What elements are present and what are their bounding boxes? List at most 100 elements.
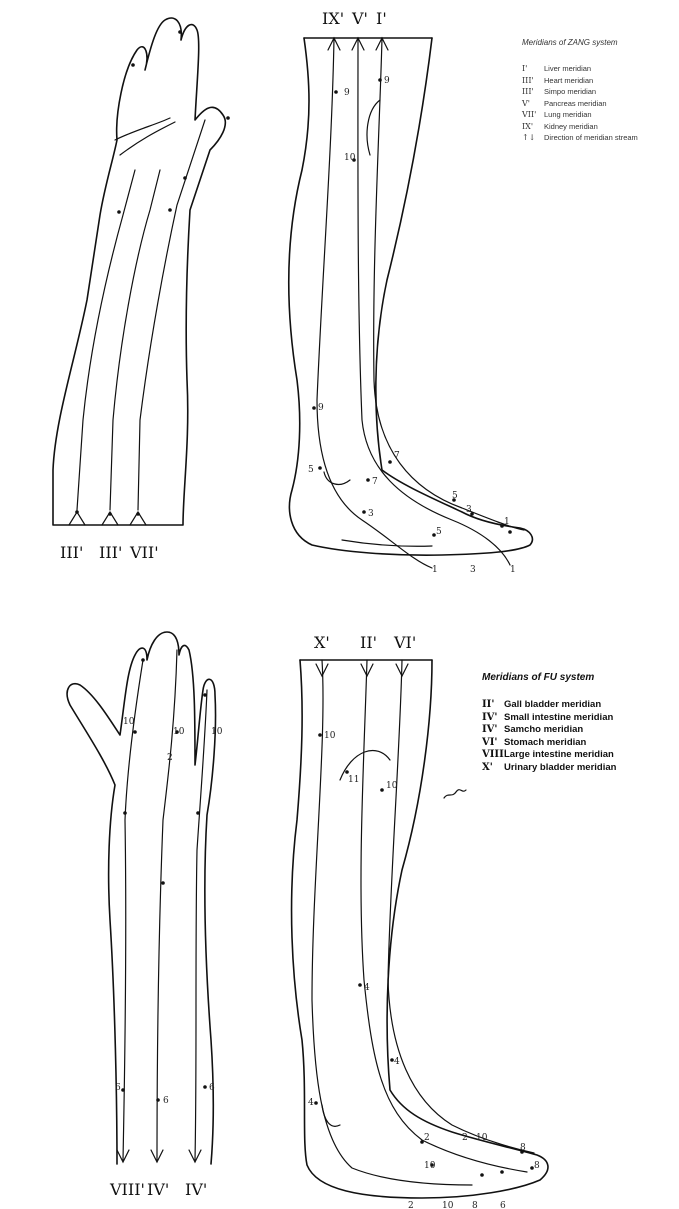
scribble-mark: [444, 790, 466, 798]
svg-text:10: 10: [424, 1161, 436, 1171]
svg-text:3: 3: [466, 505, 472, 515]
zang-legend-title: Meridians of ZANG system: [522, 38, 677, 47]
svg-text:10: 10: [344, 153, 356, 163]
svg-text:1: 1: [504, 517, 510, 527]
fu-leg-top-label-2: II': [360, 633, 377, 652]
legend-item: V'Pancreas meridian: [522, 98, 677, 110]
svg-text:6: 6: [115, 1083, 121, 1093]
legend-item: I'Liver meridian: [522, 63, 677, 75]
acupoint: [168, 208, 172, 212]
fu-foot-number-3: 8: [472, 1201, 478, 1209]
acupoint: [75, 510, 79, 514]
zang-arm-label-3: VII': [129, 543, 159, 562]
fu-arm-outline: [67, 632, 215, 1164]
acupoint: [136, 512, 140, 516]
legend-item: IV'Small intestine meridian: [482, 712, 677, 725]
fu-legend-title: Meridians of FU system: [482, 672, 677, 683]
svg-text:10: 10: [173, 727, 185, 737]
svg-text:11: 11: [348, 775, 359, 785]
svg-text:2: 2: [167, 753, 173, 763]
fu-arm-label-2: IV': [147, 1180, 169, 1199]
fu-leg-panel: 10 11 10 4 4 4 2 10 2 10 8 8 X' II' VI' …: [272, 620, 679, 1209]
legend-item: II'Gall bladder meridian: [482, 699, 677, 712]
zang-leg-top-label-3: I': [376, 9, 387, 28]
fu-foot-number-2: 10: [442, 1201, 454, 1209]
svg-text:9: 9: [384, 76, 390, 86]
acupoint: [388, 460, 392, 464]
svg-text:9: 9: [344, 88, 350, 98]
zang-arm-label-2: III': [99, 543, 122, 562]
fu-foot-number-4: 6: [500, 1201, 506, 1209]
fu-arm-panel: 10 10 10 2 6 6 6 VIII' IV' IV': [55, 620, 240, 1209]
svg-text:9: 9: [318, 403, 324, 413]
zang-arm-meridian-line: [110, 170, 160, 510]
fu-arm-drawing: 10 10 10 2 6 6 6 VIII' IV' IV': [55, 620, 240, 1209]
legend-item: IV'Samcho meridian: [482, 724, 677, 737]
legend-item: IX'Kidney meridian: [522, 121, 677, 133]
zang-leg-panel: 9 9 10 9 5 7 7 3 5 3 5 1 IX' V' I' 1 3 1…: [272, 0, 679, 582]
svg-text:3: 3: [368, 509, 374, 519]
fu-foot-number-1: 2: [408, 1201, 414, 1209]
acupoint: [378, 78, 382, 82]
acupoint: [183, 176, 187, 180]
zang-arm-panel: III' III' VII': [5, 0, 257, 582]
svg-text:7: 7: [394, 451, 400, 461]
zang-foot-crease: [342, 540, 432, 546]
svg-text:4: 4: [364, 983, 370, 993]
acupoint: [318, 466, 322, 470]
zang-leg-outline: [289, 38, 533, 555]
zang-leg-meridian-line: [358, 38, 510, 565]
legend-item: VI'Stomach meridian: [482, 737, 677, 750]
svg-text:2: 2: [424, 1133, 430, 1143]
acupoint: [362, 510, 366, 514]
fu-leg-meridian-line: [312, 660, 472, 1185]
acupoint: [131, 63, 135, 67]
svg-text:6: 6: [163, 1096, 169, 1106]
acupoint: [508, 530, 512, 534]
svg-text:10: 10: [324, 731, 336, 741]
acupoint: [108, 512, 112, 516]
zang-arm-arrow-icon: [69, 512, 85, 525]
zang-foot-number-1: 1: [432, 565, 438, 575]
legend-item: III'Heart meridian: [522, 75, 677, 87]
zang-arm-meridian-line: [77, 170, 135, 510]
acupoint: [117, 210, 121, 214]
svg-text:4: 4: [394, 1057, 400, 1067]
acupoint: [312, 406, 316, 410]
legend-item: III'Simpo meridian: [522, 86, 677, 98]
zang-arm-drawing: III' III' VII': [5, 0, 257, 582]
svg-text:10: 10: [211, 727, 223, 737]
svg-text:5: 5: [436, 527, 442, 537]
zang-arm-meridian-line: [138, 120, 205, 510]
legend-item: VIII'Large intestine meridian: [482, 749, 677, 762]
svg-text:5: 5: [308, 465, 314, 475]
svg-text:8: 8: [520, 1143, 526, 1153]
acupoint: [178, 30, 182, 34]
zang-foot-number-3: 1: [510, 565, 516, 575]
fu-leg-top-label-1: X': [314, 633, 330, 652]
zang-legend: Meridians of ZANG system I'Liver meridia…: [522, 38, 677, 144]
acupoint: [226, 116, 230, 120]
zang-leg-top-label-1: IX': [322, 9, 344, 28]
zang-foot-number-2: 3: [470, 565, 476, 575]
svg-text:2: 2: [462, 1133, 468, 1143]
fu-leg-top-label-3: VI': [393, 633, 416, 652]
fu-arm-meridian-line: [123, 660, 143, 1160]
svg-text:10: 10: [476, 1133, 488, 1143]
svg-text:4: 4: [308, 1098, 314, 1108]
acupoint: [366, 478, 370, 482]
svg-text:7: 7: [372, 477, 378, 487]
legend-item: VII'Lung meridian: [522, 109, 677, 121]
svg-text:5: 5: [452, 491, 458, 501]
fu-arm-label-3: IV': [185, 1180, 207, 1199]
fu-arm-label-1: VIII': [109, 1180, 145, 1199]
fu-legend: Meridians of FU system II'Gall bladder m…: [482, 672, 677, 774]
legend-item: X'Urinary bladder meridian: [482, 762, 677, 775]
svg-text:6: 6: [209, 1083, 215, 1093]
svg-text:10: 10: [386, 781, 398, 791]
zang-arm-label-1: III': [60, 543, 83, 562]
svg-text:8: 8: [534, 1161, 540, 1171]
legend-item: ↑↓Direction of meridian stream: [522, 132, 677, 144]
svg-text:10: 10: [123, 717, 135, 727]
zang-leg-top-label-2: V': [351, 9, 368, 28]
